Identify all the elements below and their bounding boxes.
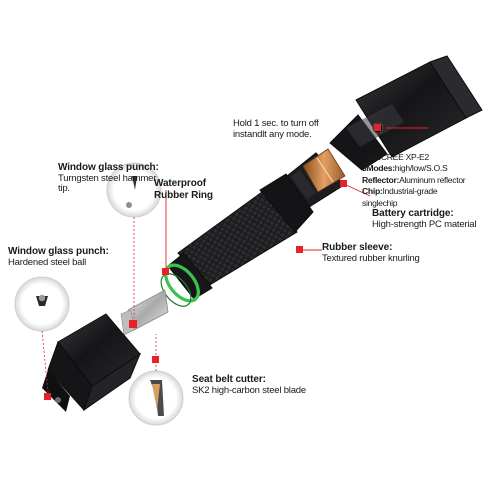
belt-cutter-blade-piece — [120, 289, 169, 336]
rubber-sleeve-label: Rubber sleeve: Textured rubber knurling — [322, 242, 420, 264]
belt-cutter-blade-icon — [128, 370, 184, 426]
battery-cartridge-label: Battery cartridge: High-strength PC mate… — [372, 208, 477, 230]
window-punch-top-label: Window glass punch: Turngsten steel hamm… — [58, 162, 159, 195]
marker-square-icon — [44, 124, 381, 400]
callout-lines — [165, 127, 428, 272]
steel-ball-tip-icon — [14, 276, 70, 332]
window-punch-left-label: Window glass punch: Hardened steel ball — [8, 246, 109, 268]
led-specs-list: LED:CREE XP-E2 3Modes:high/low/S.O.S Ref… — [362, 152, 466, 209]
spec-led: LED:CREE XP-E2 — [362, 152, 429, 162]
spec-chip: Chip:Industrial-grade singlechip — [362, 186, 438, 208]
seat-belt-cutter-label: Seat belt cutter: SK2 high-carbon steel … — [192, 374, 306, 396]
green-o-ring-icon — [160, 263, 200, 307]
waterproof-ring-label: Waterproof Rubber Ring — [154, 178, 213, 201]
leader-lines — [41, 217, 157, 393]
spec-reflector: Reflector:Aluminum reflector — [362, 174, 466, 185]
spec-modes: 3Modes:high/low/S.O.S — [362, 163, 448, 174]
tungsten-tip-icon — [106, 162, 162, 218]
switch-hint-label: Hold 1 sec. to turn off instandlt any mo… — [233, 118, 319, 140]
hammer-cap-icon — [42, 313, 142, 412]
